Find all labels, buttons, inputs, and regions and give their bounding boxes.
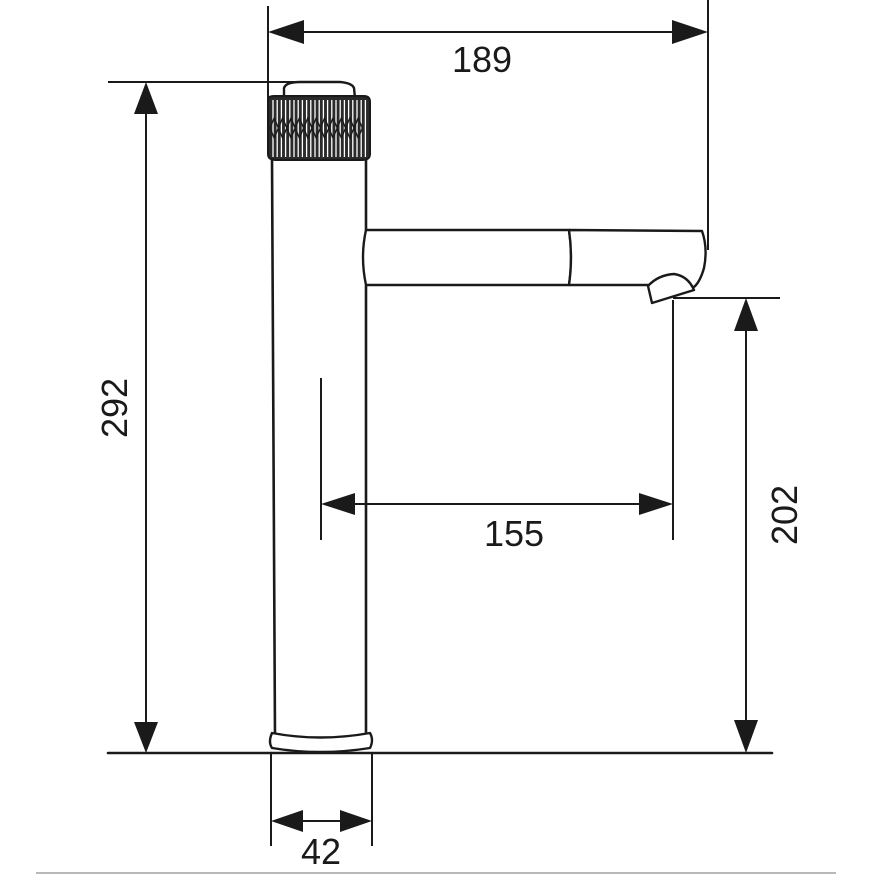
tap-body <box>270 156 368 740</box>
dimension-label-clearance: 202 <box>764 485 805 545</box>
dimension-label-reach: 189 <box>452 39 512 80</box>
handle-cap <box>282 80 357 100</box>
dimension-label-base: 42 <box>301 831 341 872</box>
dimension-overall-height: 292 <box>94 81 325 753</box>
aerator <box>646 272 696 305</box>
dimension-spout-projection: 155 <box>320 300 674 554</box>
knurled-handle <box>267 95 371 161</box>
dimension-base-diameter: 42 <box>270 753 373 872</box>
base-flange <box>268 731 374 754</box>
dimension-label-projection: 155 <box>484 513 544 554</box>
spout <box>361 228 707 289</box>
dimension-spout-clearance: 202 <box>673 297 805 753</box>
dimension-label-height: 292 <box>94 378 135 438</box>
dimension-overall-reach: 189 <box>267 0 709 250</box>
